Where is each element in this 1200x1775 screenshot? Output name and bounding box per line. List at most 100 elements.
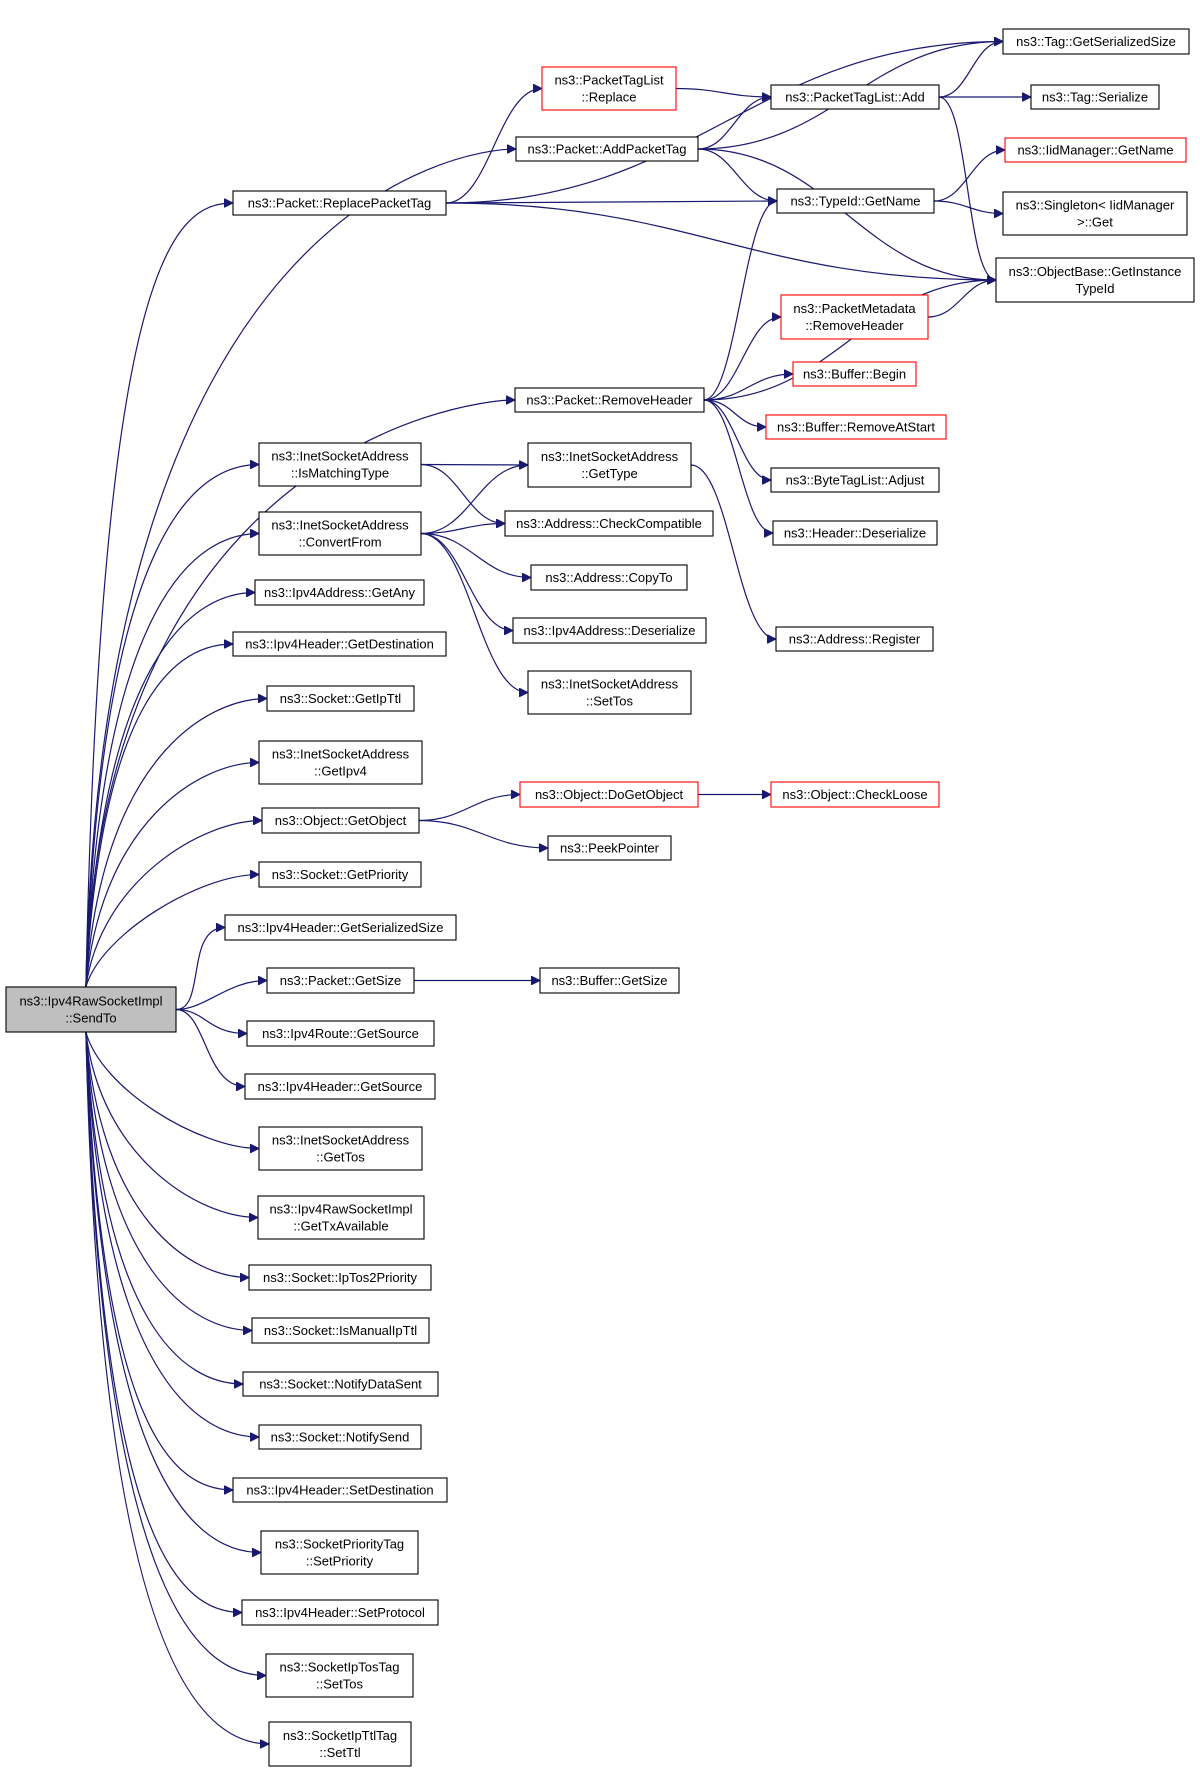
node-obj-get-object[interactable]: ns3::Object::GetObject [261,807,420,834]
node-sock-get-priority[interactable]: ns3::Socket::GetPriority [258,861,422,888]
node-label: TypeId [1075,281,1114,296]
node-isa-set-tos[interactable]: ns3::InetSocketAddress::SetTos [527,670,692,715]
node-addr-check-compatible[interactable]: ns3::Address::CheckCompatible [504,510,714,537]
node-sock-get-ip-ttl[interactable]: ns3::Socket::GetIpTtl [266,685,415,712]
node-sock-ip-tos2-priority[interactable]: ns3::Socket::IpTos2Priority [248,1264,432,1291]
node-label: ns3::Singleton< IidManager [1016,198,1175,213]
edge-isa-convert-from-to-addr-check-compatible [420,524,505,535]
node-isa-is-matching-type[interactable]: ns3::InetSocketAddress::IsMatchingType [258,442,422,487]
node-label: ns3::Ipv4Route::GetSource [262,1026,419,1041]
edge-root-to-isa-convert-from [85,534,259,988]
node-spt-set-priority[interactable]: ns3::SocketPriorityTag::SetPriority [260,1530,419,1575]
node-sock-is-manual-ip-ttl[interactable]: ns3::Socket::IsManualIpTtl [251,1317,430,1344]
node-ipv4-hdr-get-source[interactable]: ns3::Ipv4Header::GetSource [244,1073,436,1100]
node-label: ns3::ByteTagList::Adjust [786,473,925,488]
node-box [232,190,447,216]
node-root[interactable]: ns3::Ipv4RawSocketImpl::SendTo [5,986,177,1033]
node-box [265,1653,414,1698]
node-label: ns3::PacketTagList [554,73,664,88]
node-ipv4-addr-get-any[interactable]: ns3::Ipv4Address::GetAny [254,579,425,606]
node-box [776,188,935,214]
node-peek-pointer[interactable]: ns3::PeekPointer [547,835,672,861]
node-box [224,914,457,941]
edge-root-to-sit-set-tos [85,1031,266,1676]
node-hdr-deserialize[interactable]: ns3::Header::Deserialize [772,520,938,546]
node-label: ::SendTo [65,1011,116,1026]
node-addr-copy-to[interactable]: ns3::Address::CopyTo [530,564,688,591]
node-label: ns3::Packet::GetSize [280,973,401,988]
node-box [258,1424,422,1450]
node-label: ns3::Ipv4Header::GetSource [258,1079,423,1094]
edge-root-to-isa-get-tos [85,1031,259,1149]
node-label: ::SetTos [586,694,633,709]
edge-ptl-replace-to-ptl-add [675,87,771,98]
edge-root-to-ipv4-hdr-get-source [175,1008,245,1087]
node-label: ns3::Tag::GetSerializedSize [1016,34,1176,49]
edge-root-to-sock-ip-tos2-priority [85,1031,249,1278]
node-label: ::Replace [582,90,637,105]
node-obj-check-loose[interactable]: ns3::Object::CheckLoose [770,781,940,808]
node-ipv4-route-get-source[interactable]: ns3::Ipv4Route::GetSource [246,1020,435,1047]
node-box [515,136,699,162]
node-type-id-get-name[interactable]: ns3::TypeId::GetName [776,188,935,214]
node-addr-register[interactable]: ns3::Address::Register [775,626,934,652]
node-label: ns3::SocketIpTtlTag [283,1728,397,1743]
node-buf-remove-at-start[interactable]: ns3::Buffer::RemoveAtStart [765,414,947,440]
node-isa-get-type[interactable]: ns3::InetSocketAddress::GetType [527,442,692,488]
node-ptl-add[interactable]: ns3::PacketTagList::Add [770,84,940,110]
node-singleton-get[interactable]: ns3::Singleton< IidManager>::Get [1002,191,1188,236]
node-box [541,66,677,111]
edge-replace-packet-tag-to-obj-get-instance-type-id [445,202,996,280]
node-sitt-set-ttl[interactable]: ns3::SocketIpTtlTag::SetTtl [268,1721,412,1767]
node-box [241,1599,439,1626]
node-pm-remove-header[interactable]: ns3::PacketMetadata::RemoveHeader [780,294,929,340]
node-tag-get-serialized-size[interactable]: ns3::Tag::GetSerializedSize [1002,28,1190,55]
node-btl-adjust[interactable]: ns3::ByteTagList::Adjust [770,467,940,493]
node-replace-packet-tag[interactable]: ns3::Packet::ReplacePacketTag [232,190,447,216]
node-ipv4-hdr-get-destination[interactable]: ns3::Ipv4Header::GetDestination [232,631,447,657]
node-label: ns3::Socket::NotifyDataSent [259,1377,422,1392]
node-label: ns3::Buffer::Begin [803,367,906,382]
node-label: ns3::PacketTagList::Add [785,90,924,105]
node-buf-begin[interactable]: ns3::Buffer::Begin [792,361,917,387]
node-box [780,294,929,340]
edge-pm-remove-header-to-obj-get-instance-type-id [927,280,996,318]
edge-root-to-add-packet-tag [85,149,516,988]
node-label: ns3::Socket::IpTos2Priority [263,1270,417,1285]
node-isa-get-ipv4[interactable]: ns3::InetSocketAddress::GetIpv4 [258,740,423,785]
node-label: ns3::IidManager::GetName [1017,143,1173,158]
node-label: ns3::PacketMetadata [793,301,916,316]
node-sit-set-tos[interactable]: ns3::SocketIpTosTag::SetTos [265,1653,414,1698]
edge-remove-header-to-hdr-deserialize [703,399,774,533]
node-raw-get-tx-available[interactable]: ns3::Ipv4RawSocketImpl::GetTxAvailable [257,1195,425,1240]
node-remove-header[interactable]: ns3::Packet::RemoveHeader [514,387,705,413]
edge-obj-get-object-to-peek-pointer [418,819,548,849]
node-ipv4-hdr-set-protocol[interactable]: ns3::Ipv4Header::SetProtocol [241,1599,439,1626]
edge-isa-get-type-to-addr-register [690,464,777,639]
node-label: ns3::Socket::GetIpTtl [280,691,401,706]
node-isa-convert-from[interactable]: ns3::InetSocketAddress::ConvertFrom [258,511,422,556]
node-sock-notify-data-sent[interactable]: ns3::Socket::NotifyDataSent [242,1371,439,1397]
node-pkt-get-size[interactable]: ns3::Packet::GetSize [266,967,415,994]
node-box [995,257,1195,303]
node-ipv4-hdr-set-destination[interactable]: ns3::Ipv4Header::SetDestination [232,1477,448,1503]
node-label: ns3::Buffer::RemoveAtStart [777,420,935,435]
node-ipv4-hdr-get-serialized-size[interactable]: ns3::Ipv4Header::GetSerializedSize [224,914,457,941]
node-isa-get-tos[interactable]: ns3::InetSocketAddress::GetTos [258,1126,423,1171]
node-add-packet-tag[interactable]: ns3::Packet::AddPacketTag [515,136,699,162]
node-box [530,564,688,591]
node-ptl-replace[interactable]: ns3::PacketTagList::Replace [541,66,677,111]
node-sock-notify-send[interactable]: ns3::Socket::NotifySend [258,1424,422,1450]
node-box [770,84,940,110]
node-iid-get-name[interactable]: ns3::IidManager::GetName [1004,137,1187,163]
node-box [527,670,692,715]
node-ipv4-addr-deserialize[interactable]: ns3::Ipv4Address::Deserialize [512,617,707,644]
edge-add-packet-tag-to-type-id-get-name [697,148,777,201]
edge-add-packet-tag-to-obj-get-instance-type-id [697,148,996,280]
node-obj-do-get-object[interactable]: ns3::Object::DoGetObject [519,781,699,808]
node-box [539,967,680,994]
node-tag-serialize[interactable]: ns3::Tag::Serialize [1030,84,1160,110]
node-buf-get-size[interactable]: ns3::Buffer::GetSize [539,967,680,994]
